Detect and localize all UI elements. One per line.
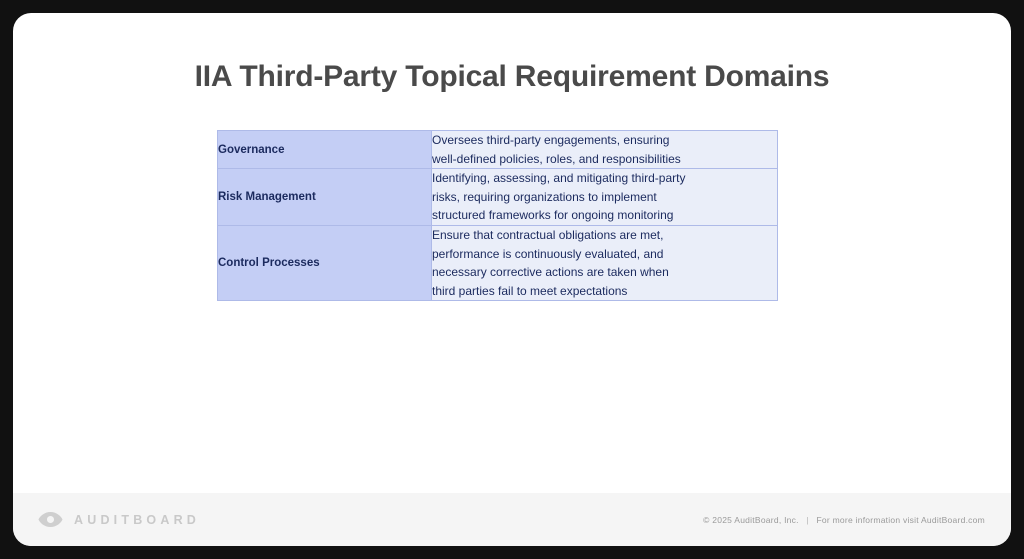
domain-name-cell: Control Processes — [217, 224, 432, 302]
footer-separator: | — [806, 514, 809, 525]
brand-name: AUDITBOARD — [74, 512, 201, 527]
auditboard-lens-icon — [38, 511, 63, 528]
domains-table: Governance Oversees third-party engageme… — [217, 129, 778, 302]
page-title: IIA Third-Party Topical Requirement Doma… — [194, 60, 830, 93]
copyright-text: © 2025 AuditBoard, Inc. — [703, 514, 799, 525]
description-line: Oversees third-party engagements, ensuri… — [432, 133, 670, 147]
domain-name-cell: Governance — [217, 129, 432, 170]
description-line: performance is continuously evaluated, a… — [432, 246, 664, 261]
brand-lockup: AUDITBOARD — [38, 511, 200, 528]
description-line: Ensure that contractual obligations are … — [432, 227, 664, 242]
description-line: structured frameworks for ongoing monito… — [432, 208, 674, 223]
table-row: Control Processes Ensure that contractua… — [217, 224, 778, 302]
table-row: Governance Oversees third-party engageme… — [217, 129, 778, 170]
domain-description-cell: Oversees third-party engagements, ensuri… — [431, 129, 778, 170]
description-line: third parties fail to meet expectations — [432, 283, 628, 298]
description-line: Identifying, assessing, and mitigating t… — [432, 171, 686, 186]
slide-body: IIA Third-Party Topical Requirement Doma… — [13, 13, 1011, 493]
domain-description-cell: Ensure that contractual obligations are … — [431, 224, 778, 302]
slide: IIA Third-Party Topical Requirement Doma… — [13, 13, 1011, 546]
description-line: well-defined policies, roles, and respon… — [432, 151, 681, 166]
footer-legal: © 2025 AuditBoard, Inc. | For more infor… — [703, 515, 985, 525]
description-line: necessary corrective actions are taken w… — [432, 265, 669, 280]
slide-footer: AUDITBOARD © 2025 AuditBoard, Inc. | For… — [13, 493, 1011, 546]
footer-info-text: For more information visit AuditBoard.co… — [816, 514, 985, 525]
domain-name-cell: Risk Management — [217, 168, 432, 226]
table-row: Risk Management Identifying, assessing, … — [217, 168, 778, 226]
description-line: risks, requiring organizations to implem… — [432, 189, 657, 204]
domain-description-cell: Identifying, assessing, and mitigating t… — [431, 168, 778, 226]
